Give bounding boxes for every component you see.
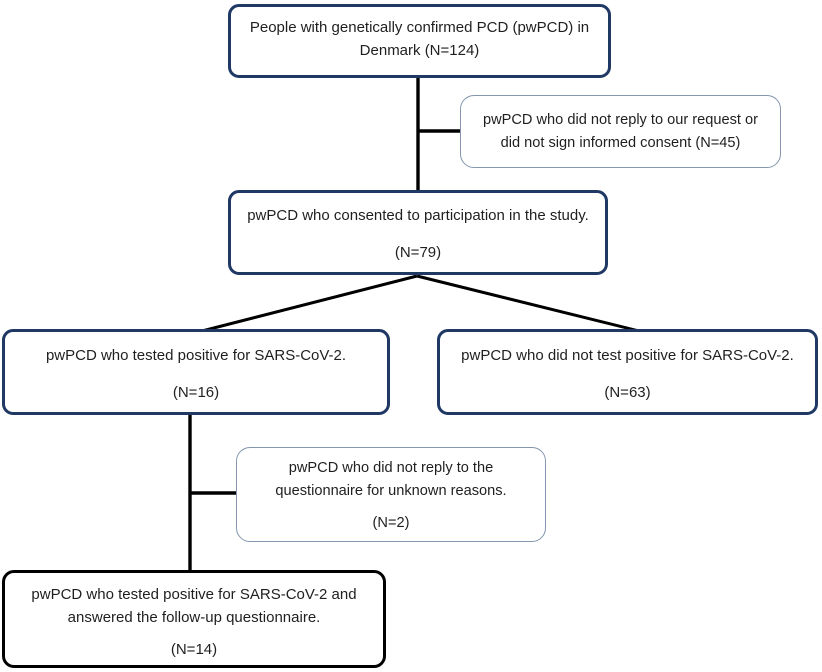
box-excluded-no-consent: pwPCD who did not reply to our request o… [460,95,781,168]
box-no-consent-text-line2: did not sign informed consent (N=45) [500,134,741,151]
connector-consented-to-not-positive [416,274,640,333]
box-tested-positive-count: (N=16) [172,384,220,401]
box-no-quest-reply-text-line1: pwPCD who did not reply to the [288,460,494,476]
box-not-positive: pwPCD who did not test positive for SARS… [437,329,818,415]
box-no-quest-reply-text-line2: questionnaire for unknown reasons. [275,483,507,499]
box-answered-followup: pwPCD who tested positive for SARS-CoV-2… [2,570,386,668]
box-no-quest-reply-count: (N=2) [372,515,410,531]
box-tested-positive-text: pwPCD who tested positive for SARS-CoV-2… [45,347,347,364]
box-consented: pwPCD who consented to participation in … [228,190,608,275]
box-not-positive-text: pwPCD who did not test positive for SARS… [461,347,794,364]
box-not-positive-count: (N=63) [604,384,651,401]
box-population: People with genetically confirmed PCD (p… [228,4,611,78]
box-population-text-line1: People with genetically confirmed PCD (p… [249,19,590,36]
connector-consented-to-positive [201,274,418,333]
box-consented-count: (N=79) [394,244,442,261]
box-excluded-no-questionnaire-reply: pwPCD who did not reply to the questionn… [236,447,546,542]
box-population-text-line2: Denmark (N=124) [359,42,480,59]
box-followup-text-line2: answered the follow-up questionnaire. [67,609,321,626]
box-tested-positive: pwPCD who tested positive for SARS-CoV-2… [2,329,390,415]
box-consented-text: pwPCD who consented to participation in … [247,207,589,224]
box-no-consent-text-line1: pwPCD who did not reply to our request o… [483,111,758,128]
box-followup-count: (N=14) [170,641,218,658]
box-followup-text-line1: pwPCD who tested positive for SARS-CoV-2… [31,586,357,603]
